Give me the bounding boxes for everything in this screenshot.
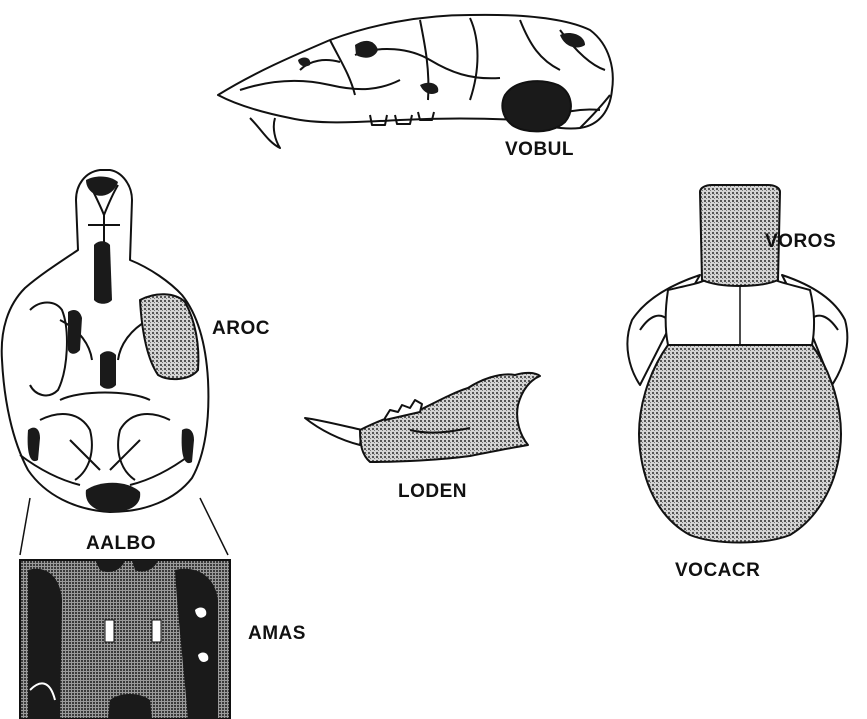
label-aroc: AROC — [212, 318, 270, 340]
label-amas: AMAS — [248, 623, 306, 645]
lateral-skull — [218, 15, 613, 148]
mandible — [305, 373, 540, 462]
zoom-inset — [20, 498, 230, 719]
label-voros: VOROS — [765, 231, 836, 253]
label-aalbo: AALBO — [86, 533, 156, 555]
label-vocacr: VOCACR — [675, 560, 760, 582]
label-vobul: VOBUL — [505, 139, 574, 161]
label-loden: LODEN — [398, 481, 467, 503]
ventral-skull — [2, 170, 209, 512]
